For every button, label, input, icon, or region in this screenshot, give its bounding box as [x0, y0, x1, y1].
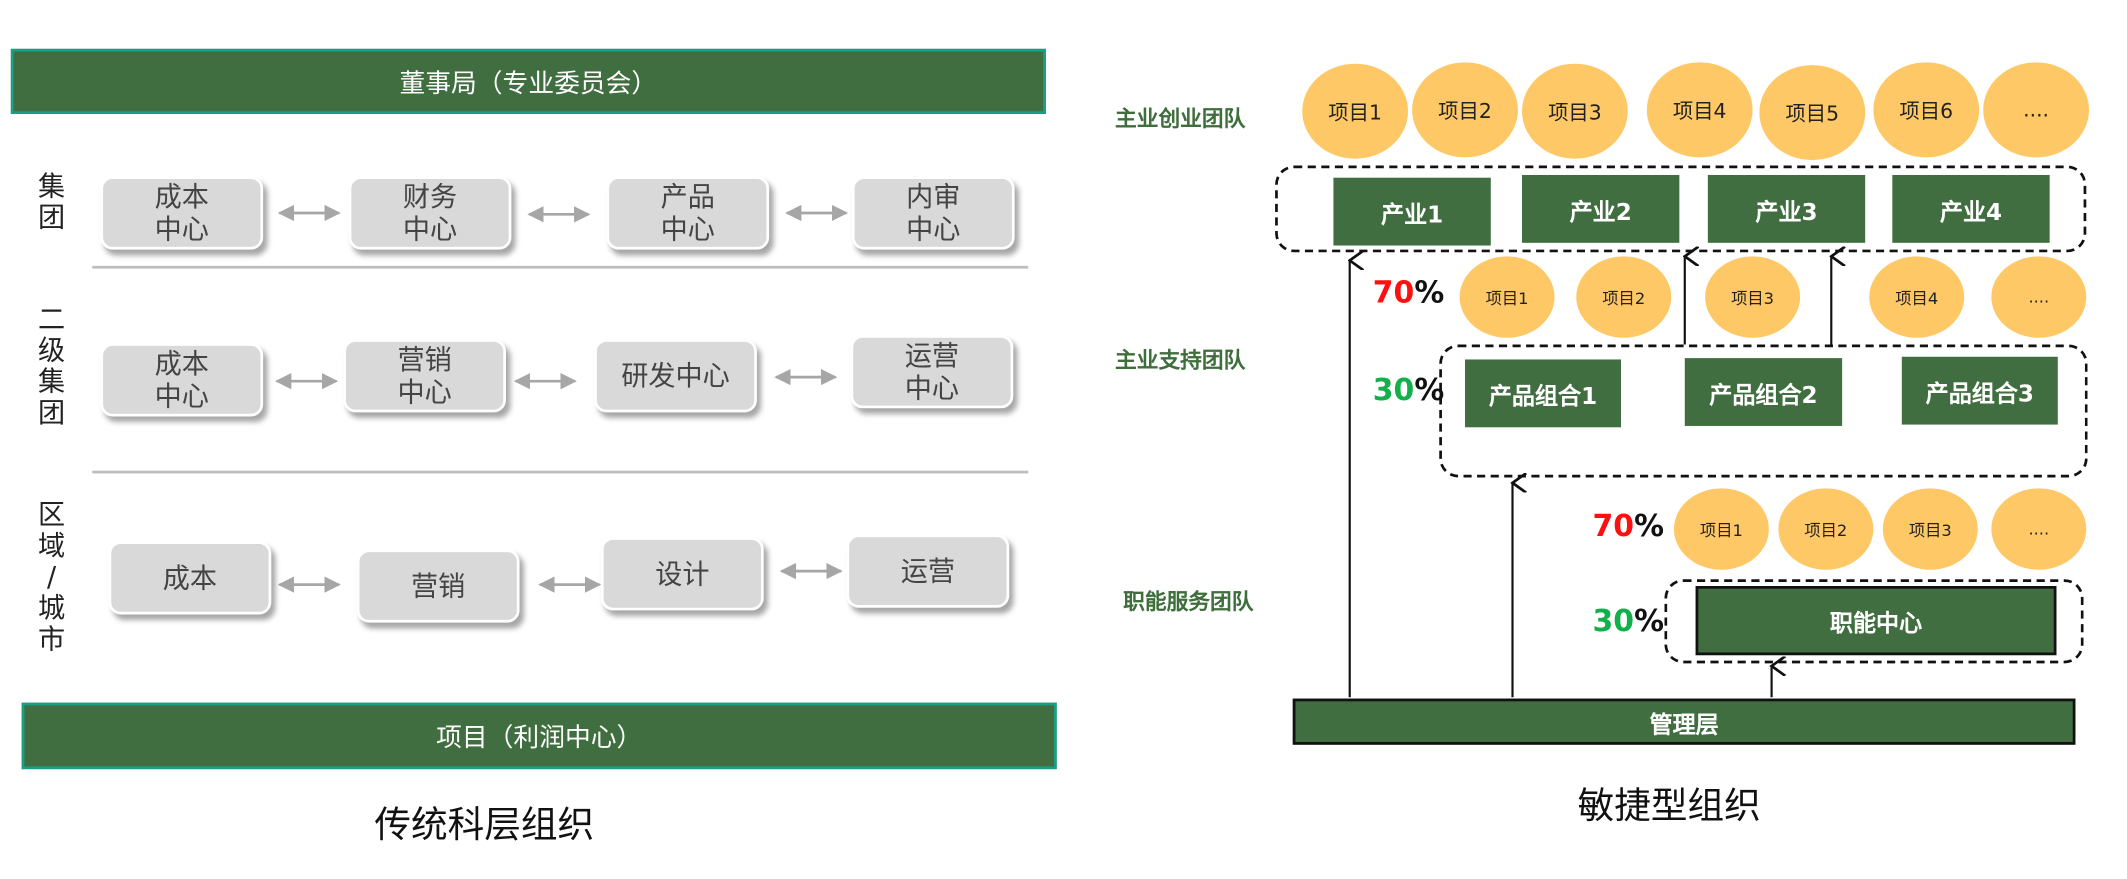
row-divider — [92, 470, 1029, 474]
product-group-1: 产品组合1 — [1465, 359, 1622, 428]
low-project-3: 项目3 — [1882, 488, 1978, 570]
pct-symbol: % — [1634, 510, 1664, 544]
group-box-product: 产品 中心 — [606, 176, 770, 250]
industry-2: 产业2 — [1521, 174, 1680, 243]
subgroup-box-marketing: 营销 中心 — [343, 339, 506, 413]
region-box-cost: 成本 — [108, 541, 272, 615]
function-center: 职能中心 — [1695, 586, 2057, 656]
mid-project-4: 项目4 — [1869, 256, 1965, 338]
mid-project-3: 项目3 — [1705, 256, 1801, 338]
pct-symbol: % — [1634, 604, 1664, 639]
group-box-cost: 成本 中心 — [100, 176, 264, 250]
agile-org-caption: 敏捷型组织 — [1577, 785, 1761, 828]
mid-project-more: .... — [1991, 256, 2087, 338]
industry-3: 产业3 — [1707, 174, 1866, 243]
team-label-support: 主业支持团队 — [1115, 347, 1246, 374]
region-box-operations: 运营 — [846, 534, 1010, 608]
subgroup-box-operations: 运营 中心 — [850, 335, 1014, 409]
pct-value: 70 — [1372, 276, 1415, 311]
subgroup-box-cost: 成本 中心 — [100, 343, 264, 417]
board-bar: 董事局（专业委员会） — [10, 48, 1046, 114]
industry-4: 产业4 — [1892, 174, 2050, 243]
support-pct-30: 30% — [1373, 374, 1444, 408]
project-profit-center-bar: 项目（利润中心） — [21, 702, 1057, 770]
region-box-marketing: 营销 — [356, 549, 520, 623]
pct-value: 30 — [1372, 374, 1415, 409]
subgroup-box-rnd: 研发中心 — [594, 339, 757, 413]
top-project-5: 项目5 — [1759, 65, 1866, 161]
region-box-design: 设计 — [600, 537, 764, 611]
product-group-frame — [1439, 344, 2088, 478]
industry-group-frame — [1275, 165, 2087, 253]
row-label-region: 区 域 /城 市 — [37, 497, 66, 656]
industry-1: 产业1 — [1333, 177, 1491, 246]
product-group-3: 产品组合3 — [1901, 356, 2058, 425]
row-label-subgroup: 二 级 集 团 — [37, 302, 66, 429]
row-label-group: 集 团 — [37, 169, 66, 234]
top-project-more: .... — [1983, 62, 2090, 158]
right-connectors — [1350, 256, 1832, 698]
function-pct-70: 70% — [1593, 510, 1664, 544]
low-project-1: 项目1 — [1673, 488, 1769, 570]
low-project-more: .... — [1991, 488, 2087, 570]
top-project-6: 项目6 — [1873, 62, 1980, 158]
product-group-2: 产品组合2 — [1684, 358, 1843, 426]
traditional-org-caption: 传统科层组织 — [374, 804, 595, 847]
team-label-venture: 主业创业团队 — [1115, 105, 1246, 132]
left-connectors — [275, 204, 849, 593]
function-pct-30: 30% — [1593, 605, 1664, 639]
top-project-3: 项目3 — [1521, 63, 1628, 159]
group-box-finance: 财务 中心 — [348, 176, 512, 250]
row-divider — [92, 265, 1029, 269]
pct-symbol: % — [1414, 374, 1445, 409]
pct-symbol: % — [1414, 276, 1445, 311]
mid-project-2: 项目2 — [1576, 256, 1672, 338]
low-project-2: 项目2 — [1778, 488, 1874, 570]
management-layer: 管理层 — [1292, 698, 2076, 745]
support-pct-70: 70% — [1373, 277, 1444, 311]
top-project-1: 项目1 — [1302, 63, 1409, 159]
function-center-frame — [1664, 579, 2084, 664]
top-project-4: 项目4 — [1646, 62, 1753, 158]
top-project-2: 项目2 — [1412, 62, 1518, 158]
mid-project-1: 项目1 — [1459, 256, 1555, 338]
group-box-audit: 内审 中心 — [851, 176, 1015, 250]
pct-value: 30 — [1592, 604, 1635, 639]
team-label-function: 职能服务团队 — [1123, 588, 1254, 615]
pct-value: 70 — [1592, 510, 1635, 544]
